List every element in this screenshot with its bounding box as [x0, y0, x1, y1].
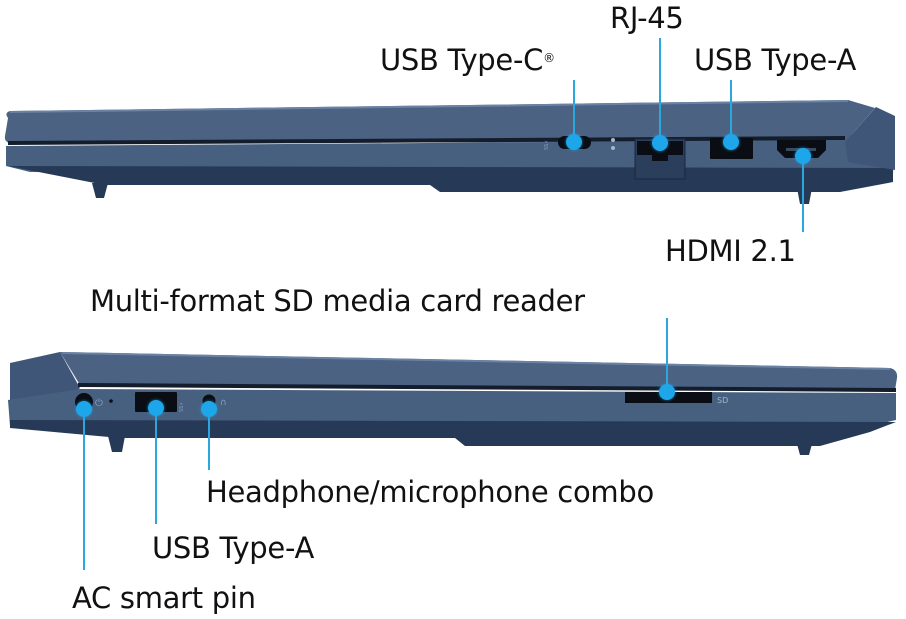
- callout-dot-usb-a-top: [723, 134, 739, 150]
- callout-line-ac: [83, 408, 85, 570]
- callout-dot-rj45: [652, 135, 668, 151]
- callout-dot-ac: [76, 401, 92, 417]
- label-usb-c: USB Type-C®: [380, 43, 555, 77]
- callout-line-hdmi: [802, 156, 804, 232]
- label-sd-reader: Multi-format SD media card reader: [90, 284, 585, 318]
- label-usb-a-bottom: USB Type-A: [152, 531, 315, 565]
- rj45-port: [634, 138, 686, 180]
- callout-line-usb-c: [573, 80, 575, 142]
- callout-line-rj45: [659, 38, 661, 146]
- callout-dot-headphone: [201, 401, 217, 417]
- svg-text:SS⚡: SS⚡: [179, 402, 185, 412]
- label-ac-pin: AC smart pin: [72, 581, 256, 615]
- callout-dot-sd: [659, 384, 675, 400]
- label-headphone: Headphone/microphone combo: [206, 475, 654, 509]
- callout-line-sd: [666, 318, 668, 396]
- label-rj45: RJ-45: [610, 1, 684, 35]
- callout-line-usb-a-top: [730, 80, 732, 145]
- svg-text:⏻: ⏻: [95, 398, 103, 409]
- label-usb-a-top: USB Type-A: [694, 43, 857, 77]
- callout-dot-usb-c: [566, 134, 582, 150]
- svg-text:∩: ∩: [220, 398, 227, 408]
- callout-line-headphone: [208, 408, 210, 470]
- callout-dot-hdmi: [795, 148, 811, 164]
- svg-text:SS⚡: SS⚡: [544, 140, 550, 150]
- callout-line-usb-a-bottom: [155, 408, 157, 524]
- svg-text:SD: SD: [717, 396, 728, 405]
- label-hdmi: HDMI 2.1: [665, 234, 796, 268]
- registered-mark: ®: [543, 51, 555, 65]
- callout-dot-usb-a-bottom: [148, 400, 164, 416]
